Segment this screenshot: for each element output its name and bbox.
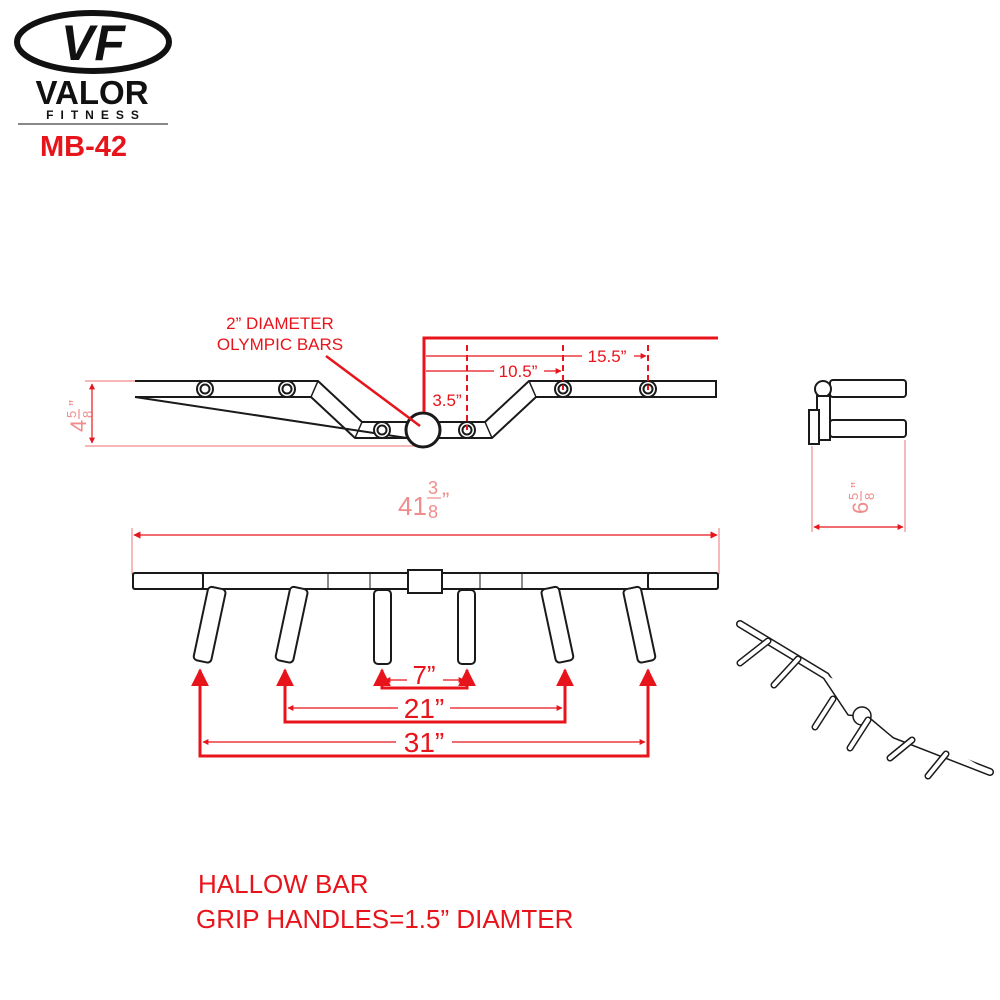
side-view: 6 5 8 ” — [808, 379, 907, 532]
svg-text:8: 8 — [428, 502, 438, 522]
top-view: 4 5 8 ” 15.5” 10.5” 3.5” 2” DIAMETER — [64, 314, 718, 449]
dimension-15-5: 15.5” — [588, 347, 627, 366]
svg-text:”: ” — [66, 400, 86, 406]
dimension-21: 21” — [404, 693, 444, 724]
svg-text:”: ” — [442, 488, 449, 513]
svg-text:5: 5 — [846, 493, 861, 500]
svg-text:6: 6 — [848, 502, 873, 514]
callout-diameter: 2” DIAMETER — [226, 314, 334, 333]
svg-text:3: 3 — [428, 478, 438, 498]
model-number: MB-42 — [40, 131, 127, 163]
brand-name: VALOR — [35, 74, 148, 111]
front-view: 41 3 8 ” 7” 21” — [131, 478, 720, 758]
note-hallow-bar: HALLOW BAR — [198, 869, 369, 899]
dimension-7: 7” — [412, 660, 435, 690]
valor-fitness-logo: VF VALOR FITNESS — [14, 10, 172, 125]
dimension-10-5: 10.5” — [499, 362, 538, 381]
isometric-view — [736, 620, 994, 780]
svg-text:”: ” — [848, 482, 868, 488]
dimension-31: 31” — [404, 727, 444, 758]
height-dimension: 4 5 8 ” — [64, 400, 95, 432]
svg-text:4: 4 — [66, 420, 91, 432]
note-grip-diameter: GRIP HANDLES=1.5” DIAMTER — [196, 904, 573, 934]
dimension-3-5: 3.5” — [432, 391, 462, 410]
svg-text:41: 41 — [398, 491, 427, 521]
svg-text:8: 8 — [862, 493, 877, 500]
length-dimension: 41 3 8 ” — [398, 478, 449, 522]
width-dimension: 6 5 8 ” — [846, 482, 877, 514]
svg-text:5: 5 — [64, 411, 79, 418]
brand-tagline: FITNESS — [46, 108, 146, 122]
logo-mark: VF — [61, 15, 126, 71]
grip-handles — [192, 585, 657, 665]
svg-text:8: 8 — [80, 411, 95, 418]
callout-olympic-bars: OLYMPIC BARS — [217, 335, 343, 354]
